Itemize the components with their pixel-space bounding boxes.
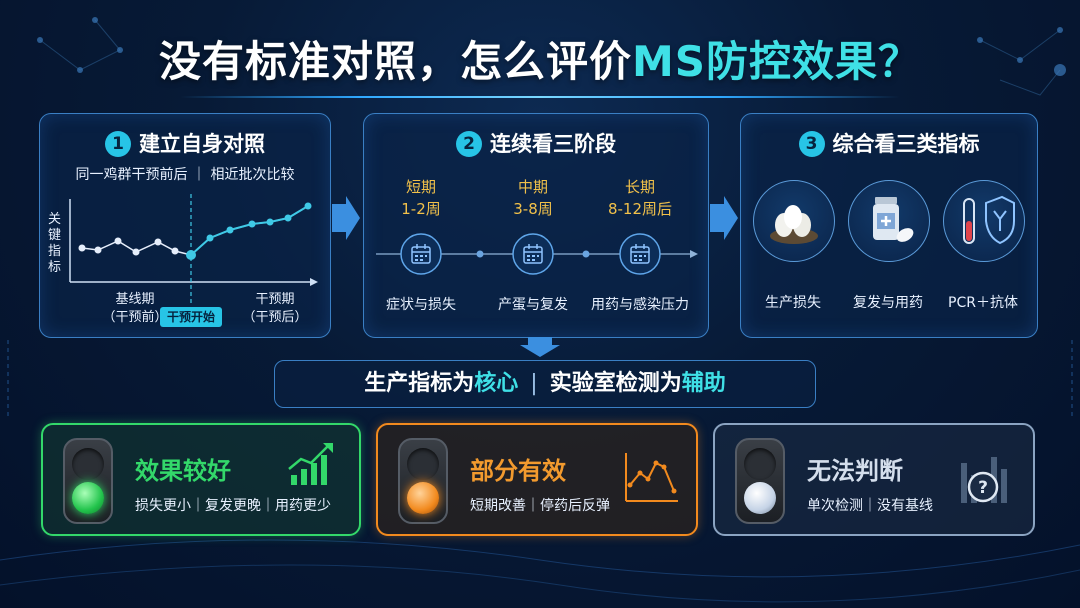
question-chart-icon: ? — [961, 457, 1007, 503]
eggs-icon — [753, 180, 835, 262]
stage-mid-range: 3-8周 — [513, 200, 553, 218]
down-connector — [520, 337, 560, 357]
page-title: 没有标准对照，怎么评价MS防控效果？ — [158, 37, 922, 86]
test-tube-shield-icon — [943, 180, 1025, 262]
indicator-pcr-antibody: PCR＋抗体 — [948, 295, 1018, 311]
y-axis-label: 关键指标 — [48, 212, 62, 275]
stage-short-name: 短期 — [405, 178, 436, 196]
trend-line-chart — [69, 194, 318, 304]
indicator-production-loss: 生产损失 — [765, 295, 821, 311]
svg-text:?: ? — [978, 478, 988, 498]
stage-long-name: 长期 — [624, 178, 655, 196]
stage-mid-focus: 产蛋与复发 — [498, 297, 568, 313]
result-card-undetermined: 无法判断 单次检测｜没有基线 ? — [713, 423, 1035, 536]
result-card-partial: 部分有效 短期改善｜停药后反弹 — [376, 423, 698, 536]
stage-short-range: 1-2周 — [401, 200, 441, 218]
stage-timeline — [376, 233, 698, 275]
traffic-light-orange-icon — [398, 438, 448, 524]
core-auxiliary-band: 生产指标为核心|实验室检测为辅助 — [274, 360, 816, 408]
rebound-chart-icon — [625, 453, 678, 502]
stage-long-range: 8-12周后 — [607, 200, 673, 218]
baseline-label: 基线期 — [115, 292, 155, 307]
baseline-sublabel: （干预前） — [102, 310, 168, 325]
stage-short-focus: 症状与损失 — [386, 297, 456, 313]
calendar-icon — [411, 244, 431, 264]
result-good-title: 效果较好 — [135, 457, 231, 485]
traffic-light-gray-icon — [735, 438, 785, 524]
calendar-icon — [523, 244, 543, 264]
arrow-right-icon — [332, 196, 360, 240]
calendar-icon — [630, 244, 650, 264]
arrow-right-icon — [710, 196, 738, 240]
stage-long-focus: 用药与感染压力 — [591, 297, 689, 313]
intervention-sublabel: （干预后） — [242, 310, 308, 325]
trend-up-icon — [288, 443, 333, 485]
stage-mid-name: 中期 — [517, 178, 548, 196]
result-undetermined-title: 无法判断 — [807, 457, 903, 485]
result-partial-desc: 短期改善｜停药后反弹 — [470, 498, 610, 514]
title-divider — [180, 96, 900, 98]
intervention-start-tag: 干预开始 — [160, 307, 222, 327]
indicator-recurrence-medication: 复发与用药 — [853, 295, 923, 311]
result-partial-title: 部分有效 — [470, 457, 566, 485]
result-good-desc: 损失更小｜复发更晚｜用药更少 — [135, 498, 331, 514]
medicine-icon — [848, 180, 930, 262]
result-card-good: 效果较好 损失更小｜复发更晚｜用药更少 — [41, 423, 361, 536]
panel1-subtitle: 同一鸡群干预前后 ｜ 相近批次比较 — [75, 167, 295, 183]
traffic-light-green-icon — [63, 438, 113, 524]
result-undetermined-desc: 单次检测｜没有基线 — [807, 498, 933, 514]
intervention-label: 干预期 — [255, 292, 295, 307]
